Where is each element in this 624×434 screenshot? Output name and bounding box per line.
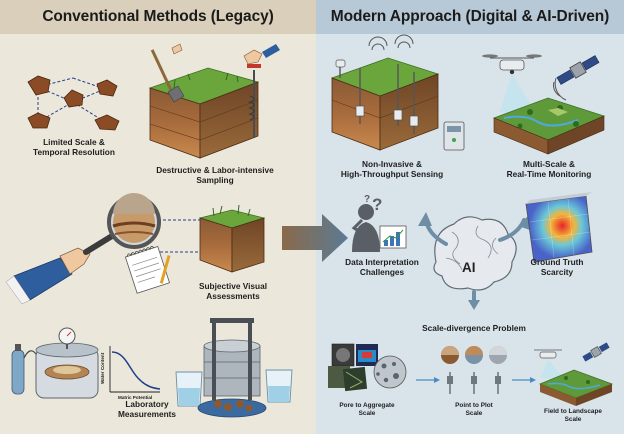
label-subjective-line2: Assessments xyxy=(206,290,260,301)
satellite-icon xyxy=(556,55,600,85)
svg-text:?: ? xyxy=(364,194,370,205)
label-subjective-line1: Subjective Visual xyxy=(198,281,268,291)
sampling-soil-block xyxy=(148,43,280,159)
monitoring-landscape xyxy=(482,54,606,155)
label-interpretation-line2: Challenges xyxy=(359,266,405,277)
label-pore-scale: Pore to Aggregate Scale xyxy=(326,402,408,417)
label-non-invasive-line1: Non-Invasive & xyxy=(362,159,422,169)
modern-header: Modern Approach (Digital & AI-Driven) xyxy=(316,0,624,34)
transition-arrow xyxy=(282,214,348,262)
label-limited-scale-line1: Limited Scale & xyxy=(43,137,105,147)
laboratory-equipment: Water Content Matric Potential xyxy=(11,318,293,418)
ai-brain: AI xyxy=(418,212,530,310)
label-ground-truth: Ground Truth Scarcity xyxy=(516,257,598,278)
label-ground-truth-line2: Scarcity xyxy=(540,266,574,277)
thinking-person-chart: ? ? xyxy=(351,194,407,252)
point-plot-sensors xyxy=(416,346,536,394)
label-pore-line1: Pore to Aggregate xyxy=(339,402,395,409)
soil-clods-network xyxy=(27,75,120,131)
legacy-header: Conventional Methods (Legacy) xyxy=(0,0,316,34)
svg-text:?: ? xyxy=(372,195,382,214)
pore-scale-images xyxy=(328,343,407,392)
label-data-interpretation: Data Interpretation Challenges xyxy=(330,257,434,278)
magnifier-assessment xyxy=(5,193,266,305)
label-scale-divergence: Scale-divergence Problem xyxy=(422,323,526,333)
ground-truth-heatmap xyxy=(525,192,593,263)
label-destructive-sampling: Destructive & Labor-intensive Sampling xyxy=(140,165,290,186)
legacy-title: Conventional Methods (Legacy) xyxy=(42,8,274,25)
field-landscape-tile xyxy=(534,342,614,406)
label-field-line2: Scale xyxy=(564,415,582,423)
label-multi-scale-monitoring: Multi-Scale & Real-Time Monitoring xyxy=(486,159,612,180)
label-point-scale: Point to Plot Scale xyxy=(438,402,510,417)
label-multi-scale-line2: Real-Time Monitoring xyxy=(506,168,592,179)
curve-x-axis-label: Matric Potential xyxy=(118,395,152,400)
curve-y-axis-label: Water Content xyxy=(100,352,105,384)
sensing-soil-block xyxy=(330,34,465,151)
label-non-invasive-sensing: Non-Invasive & High-Throughput Sensing xyxy=(322,159,462,180)
label-subjective-assessments: Subjective Visual Assessments xyxy=(180,281,286,302)
label-field-line1: Field to Landscape xyxy=(544,408,602,415)
label-laboratory-line2: Measurements xyxy=(117,408,177,419)
label-limited-scale-line2: Temporal Resolution xyxy=(33,146,115,157)
label-point-line2: Scale xyxy=(465,409,483,417)
label-destructive-line1: Destructive & Labor-intensive xyxy=(156,165,274,175)
ai-label: AI xyxy=(462,260,476,275)
label-ground-truth-line1: Ground Truth xyxy=(530,257,584,267)
label-laboratory-line1: Laboratory xyxy=(125,399,169,409)
label-point-line1: Point to Plot xyxy=(455,402,493,409)
label-limited-scale: Limited Scale & Temporal Resolution xyxy=(22,137,126,158)
drone-icon xyxy=(482,54,542,75)
label-destructive-line2: Sampling xyxy=(196,174,234,185)
label-pore-line2: Scale xyxy=(358,409,376,417)
label-non-invasive-line2: High-Throughput Sensing xyxy=(340,168,444,179)
label-multi-scale-line1: Multi-Scale & xyxy=(522,159,576,169)
label-interpretation-line1: Data Interpretation xyxy=(345,257,419,267)
label-field-scale: Field to Landscape Scale xyxy=(530,408,616,423)
label-laboratory-measurements: Laboratory Measurements xyxy=(104,399,190,420)
modern-title: Modern Approach (Digital & AI-Driven) xyxy=(330,8,610,25)
